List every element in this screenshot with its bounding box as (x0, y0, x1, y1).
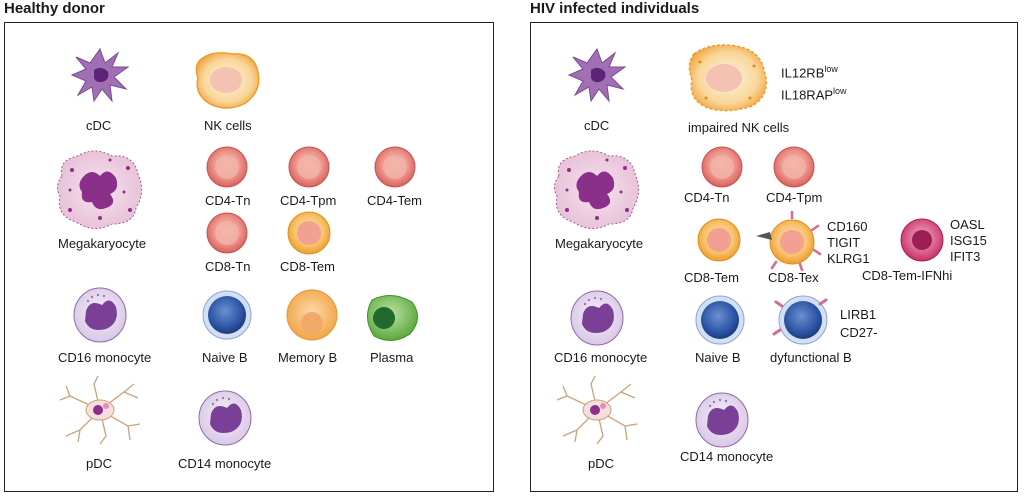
healthy-label-cd4tn: CD4-Tn (205, 193, 251, 208)
healthy-nk-cell-icon (195, 52, 260, 109)
hiv-megakaryocyte-icon (553, 150, 640, 230)
healthy-label-nk: NK cells (204, 118, 252, 133)
healthy-cd14-monocyte-icon (198, 390, 252, 446)
hiv-label-cd8tem-ifnhi: CD8-Tem-IFNhi (862, 268, 953, 283)
marker-cd27: CD27- (840, 325, 878, 340)
healthy-label-naive-b: Naive B (202, 350, 248, 365)
marker-il12rb: IL12RBlow (781, 60, 838, 82)
healthy-label-memory-b: Memory B (278, 350, 338, 365)
hiv-naive-b-icon (695, 295, 745, 345)
healthy-cd4tem-icon (374, 146, 416, 188)
hiv-label-impaired-nk: impaired NK cells (688, 120, 790, 135)
healthy-pdc-icon (59, 375, 141, 445)
healthy-megakaryocyte-icon (56, 150, 143, 230)
hiv-label-cd16-monocyte: CD16 monocyte (554, 350, 648, 365)
hiv-pdc-icon (556, 375, 638, 445)
healthy-cd4tpm-icon (288, 146, 330, 188)
healthy-label-cd4tpm: CD4-Tpm (280, 193, 337, 208)
healthy-label-cdc: cDC (86, 118, 112, 133)
marker-il18rap-text: IL18RAP (781, 87, 834, 103)
marker-il18rap: IL18RAPlow (781, 82, 847, 104)
hiv-label-dysfunctional-b: dyfunctional B (770, 350, 852, 365)
healthy-label-pdc: pDC (86, 456, 113, 471)
hiv-dysfunctional-b-icon (772, 295, 828, 345)
marker-lirb1: LIRB1 (840, 307, 877, 322)
healthy-naive-b-icon (202, 290, 252, 340)
healthy-label-cd16-monocyte: CD16 monocyte (58, 350, 152, 365)
marker-il12rb-sup: low (824, 64, 838, 74)
healthy-plasma-icon (367, 295, 418, 341)
marker-oasl: OASL (950, 217, 985, 232)
healthy-label-plasma: Plasma (370, 350, 414, 365)
hiv-label-cdc: cDC (584, 118, 610, 133)
hiv-cd4tn-icon (701, 146, 743, 188)
hiv-cd8tem-icon (697, 218, 741, 262)
hiv-cd14-monocyte-icon (695, 392, 749, 448)
healthy-cd4tn-icon (206, 146, 248, 188)
hiv-label-megakaryocyte: Megakaryocyte (555, 236, 644, 251)
healthy-label-cd4tem: CD4-Tem (367, 193, 422, 208)
hiv-panel-title: HIV infected individuals (530, 0, 700, 17)
healthy-cd8tn-icon (206, 212, 248, 254)
healthy-cdc-icon (71, 48, 129, 102)
marker-il12rb-text: IL12RB (781, 65, 825, 81)
healthy-cd8tem-icon (287, 211, 331, 255)
hiv-label-cd8tem: CD8-Tem (684, 270, 739, 285)
healthy-label-cd8tem: CD8-Tem (280, 259, 335, 274)
healthy-label-megakaryocyte: Megakaryocyte (58, 236, 147, 251)
hiv-label-cd14-monocyte: CD14 monocyte (680, 449, 774, 464)
marker-tigit: TIGIT (827, 235, 861, 250)
healthy-label-cd14-monocyte: CD14 monocyte (178, 456, 272, 471)
hiv-cd4tpm-icon (773, 146, 815, 188)
marker-il18rap-sup: low (833, 86, 847, 96)
hiv-label-naive-b: Naive B (695, 350, 741, 365)
hiv-cd16-monocyte-icon (570, 290, 624, 346)
healthy-memory-b-icon (286, 289, 338, 341)
hiv-label-cd4tpm: CD4-Tpm (766, 190, 823, 205)
healthy-panel-title: Healthy donor (4, 0, 105, 17)
marker-ifit3: IFIT3 (950, 249, 981, 264)
hiv-cd8tem-ifnhi-icon (900, 218, 944, 262)
healthy-cd16-monocyte-icon (73, 287, 127, 343)
hiv-cdc-icon (568, 48, 626, 102)
hiv-impaired-nk-cell-icon (688, 44, 767, 112)
marker-isg15: ISG15 (950, 233, 987, 248)
hiv-label-cd8tex: CD8-Tex (768, 270, 819, 285)
marker-cd160: CD160 (827, 219, 868, 234)
healthy-panel (4, 22, 494, 492)
healthy-label-cd8tn: CD8-Tn (205, 259, 251, 274)
hiv-label-pdc: pDC (588, 456, 615, 471)
hiv-label-cd4tn: CD4-Tn (684, 190, 730, 205)
hiv-panel (530, 22, 1018, 492)
marker-klrg1: KLRG1 (827, 251, 870, 266)
hiv-cd8tex-icon (756, 210, 822, 272)
